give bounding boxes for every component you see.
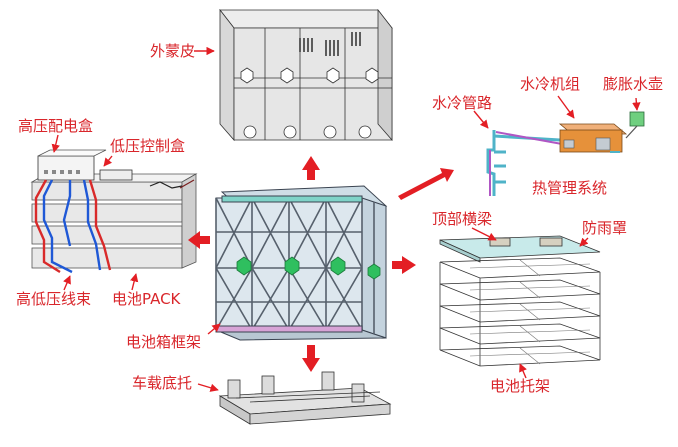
expansion-tank-label: 膨胀水壶 [603, 75, 664, 93]
thermal-system-label: 热管理系统 [532, 179, 608, 197]
battery-frame-illustration [215, 185, 388, 341]
battery-rack-illustration [439, 235, 601, 367]
vehicle-base-label: 车载底托 [132, 374, 193, 392]
chiller-unit-label: 水冷机组 [520, 75, 581, 93]
outer-skin-illustration [219, 8, 393, 142]
cooling-pipe-label: 水冷管路 [432, 94, 493, 112]
battery-rack-label: 电池托架 [490, 377, 551, 395]
connector-arrows [188, 156, 454, 372]
thermal-system-illustration [486, 111, 645, 196]
harness-label: 高低压线束 [16, 290, 92, 308]
top-beam-label: 顶部横梁 [432, 210, 493, 228]
leader-arrows [51, 46, 641, 392]
vehicle-base-illustration [218, 371, 392, 425]
lv-control-box-label: 低压控制盒 [110, 137, 186, 155]
battery-frame-label: 电池箱框架 [126, 333, 202, 351]
outer-skin-label: 外蒙皮 [150, 42, 196, 60]
battery-pack-illustration [30, 149, 198, 274]
rain-cover-label: 防雨罩 [582, 219, 628, 237]
hv-distribution-box-label: 高压配电盒 [18, 117, 94, 135]
battery-pack-label: 电池PACK [112, 290, 181, 308]
